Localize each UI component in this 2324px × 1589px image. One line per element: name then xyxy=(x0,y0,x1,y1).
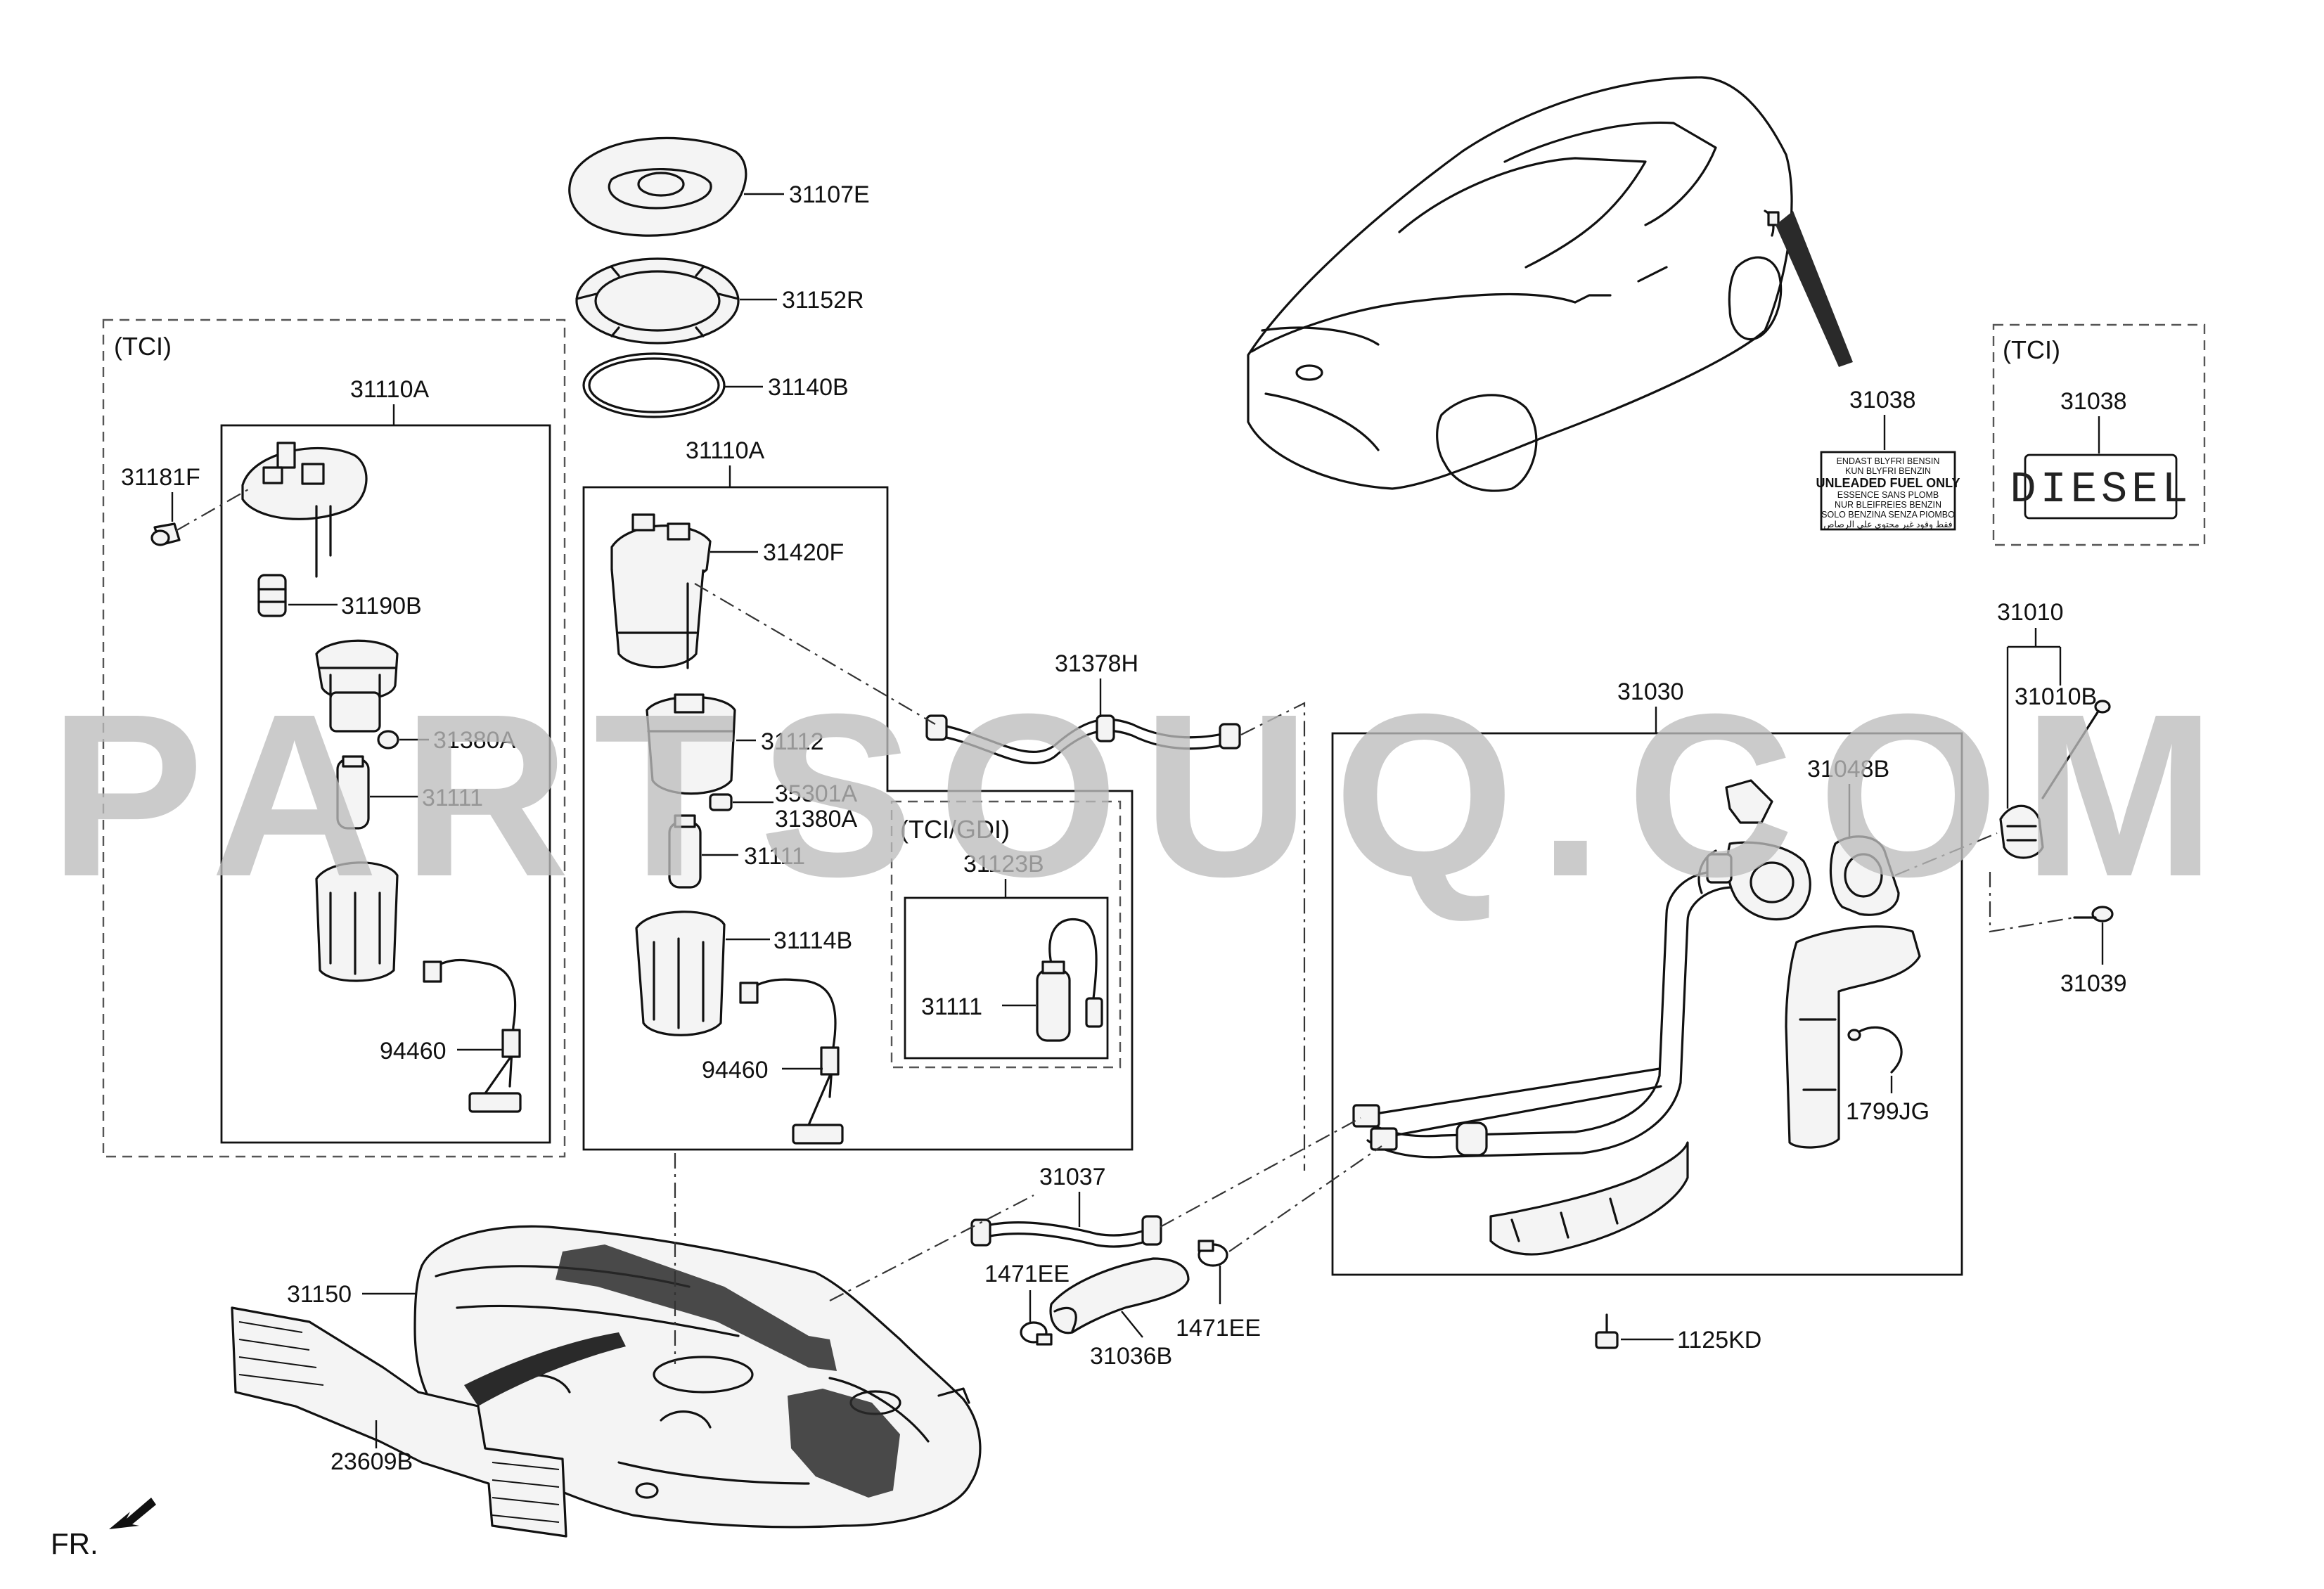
label-31110A-center: 31110A xyxy=(686,437,764,464)
label-31111-center: 31111 xyxy=(744,843,805,870)
label-31110A-left: 31110A xyxy=(350,376,429,403)
pump-assembly-center-box xyxy=(582,486,1134,1151)
tci-gdi-group-box xyxy=(890,800,1122,1069)
svg-text:FR.: FR. xyxy=(51,1527,98,1560)
clamp-1471EE-right xyxy=(1198,1240,1228,1267)
reservoir-31112 xyxy=(646,693,736,795)
label-31152R: 31152R xyxy=(782,287,864,314)
lock-ring-31152R xyxy=(575,257,740,345)
filler-neck-assembly-box xyxy=(1331,732,1963,1276)
label-31380A-center: 31380A xyxy=(775,806,858,832)
watermark: PARTSOUQ.COM xyxy=(49,665,2240,925)
front-direction-marker: FR. xyxy=(51,1498,156,1560)
fuel-pump-31111-gdi xyxy=(1036,918,1103,1042)
label-31380A-left: 31380A xyxy=(433,727,516,754)
label-31038-fuel: 31038 xyxy=(1849,387,1916,413)
regulator-31190B xyxy=(257,574,287,617)
label-31037: 31037 xyxy=(1039,1164,1106,1190)
label-31378H: 31378H xyxy=(1055,650,1138,677)
filler-shield xyxy=(1785,925,1921,1149)
pump-flange-left xyxy=(241,442,368,578)
clamp-1471EE-left xyxy=(1020,1321,1053,1346)
filler-location-pointer xyxy=(1776,211,1853,367)
heat-shield-23609B xyxy=(231,1306,567,1538)
tci-left-section-label: (TCI) xyxy=(114,332,172,361)
svg-text:NUR BLEIFREIES BENZIN: NUR BLEIFREIES BENZIN xyxy=(1835,500,1941,510)
vapor-hose-31378H xyxy=(925,714,1241,764)
fuel-tank-31150 xyxy=(413,1225,982,1529)
label-23609B: 23609B xyxy=(330,1448,413,1475)
vent-hose-31037 xyxy=(970,1215,1162,1248)
svg-text:KUN BLYFRI BENZIN: KUN BLYFRI BENZIN xyxy=(1845,466,1931,476)
fuel-pump-31111-center xyxy=(668,814,702,889)
label-31048B: 31048B xyxy=(1807,756,1889,783)
svg-text:ESSENCE SANS PLOMB: ESSENCE SANS PLOMB xyxy=(1837,490,1939,500)
filler-housing-31048B xyxy=(1829,835,1900,916)
label-31140B: 31140B xyxy=(768,374,849,401)
tank-strap-front xyxy=(556,1244,837,1371)
filler-neck-pipe xyxy=(1352,779,1811,1159)
filler-hose-31036B xyxy=(1049,1257,1190,1334)
bolt-31181F xyxy=(150,522,181,546)
valve-35301A xyxy=(709,793,733,811)
label-31036B: 31036B xyxy=(1090,1343,1172,1370)
sender-94460-left xyxy=(423,959,522,1113)
vehicle-illustration xyxy=(1247,76,1853,492)
label-31039: 31039 xyxy=(2060,970,2127,997)
gasket-31140B xyxy=(582,352,726,418)
label-94460-center: 94460 xyxy=(702,1057,769,1083)
reservoir-cup-31114B xyxy=(635,911,726,1036)
label-1125KD: 1125KD xyxy=(1677,1327,1761,1353)
tci-right-group-box xyxy=(1992,323,2206,546)
label-31150: 31150 xyxy=(287,1281,352,1308)
tci-left-group-box xyxy=(102,319,566,1158)
svg-text:DIESEL: DIESEL xyxy=(2010,465,2192,515)
label-31123B: 31123B xyxy=(963,851,1044,877)
clip-1799JG xyxy=(1847,1026,1903,1074)
svg-text:ENDAST BLYFRI BENSIN: ENDAST BLYFRI BENSIN xyxy=(1837,456,1940,466)
label-31112: 31112 xyxy=(761,728,824,755)
label-31010B: 31010B xyxy=(2015,683,2097,710)
valve-31380A-left xyxy=(377,730,399,750)
label-1471EE-right: 1471EE xyxy=(1176,1315,1261,1342)
tci-gdi-section-label: (TCI/GDI) xyxy=(900,815,1010,844)
sender-94460-center xyxy=(739,978,844,1145)
label-31181F: 31181F xyxy=(121,464,200,491)
svg-text:فقط وقود غير محتوي على الرصاص: فقط وقود غير محتوي على الرصاص xyxy=(1823,520,1952,530)
label-31030: 31030 xyxy=(1617,678,1684,705)
diesel-sticker: DIESEL xyxy=(2010,453,2192,520)
label-31038-diesel: 31038 xyxy=(2060,388,2127,415)
cover-plate-31107E xyxy=(568,136,747,237)
label-35301A: 35301A xyxy=(775,780,858,807)
label-1471EE-left: 1471EE xyxy=(984,1261,1070,1287)
reservoir-cup-left xyxy=(315,861,399,982)
label-31107E: 31107E xyxy=(789,181,870,208)
front-arrow-icon xyxy=(109,1498,156,1529)
label-31114B: 31114B xyxy=(773,927,852,954)
tci-right-section-label: (TCI) xyxy=(2003,335,2060,364)
pump-assembly-left-box xyxy=(220,424,551,1144)
fuel-pump-31111-left xyxy=(336,755,370,830)
bolt-1125KD xyxy=(1595,1313,1619,1349)
tank-shield-strap xyxy=(464,1332,626,1406)
label-31190B: 31190B xyxy=(341,593,422,619)
label-31111-left: 31111 xyxy=(422,785,483,811)
label-31111-gdi: 31111 xyxy=(921,993,982,1020)
reservoir-top-left xyxy=(315,639,399,733)
label-1799JG: 1799JG xyxy=(1846,1098,1930,1125)
svg-text:UNLEADED FUEL ONLY: UNLEADED FUEL ONLY xyxy=(1816,476,1960,490)
screw-31039 xyxy=(2073,906,2114,922)
label-94460-left: 94460 xyxy=(380,1038,447,1064)
label-31420F: 31420F xyxy=(763,539,844,566)
unleaded-fuel-sticker: ENDAST BLYFRI BENSIN KUN BLYFRI BENZIN U… xyxy=(1816,451,1960,531)
svg-text:SOLO BENZINA SENZA PIOMBO: SOLO BENZINA SENZA PIOMBO xyxy=(1821,510,1955,520)
label-31010: 31010 xyxy=(1997,599,2064,626)
fuel-cap-31010 xyxy=(1999,700,2111,859)
tank-strap-rear xyxy=(788,1389,900,1498)
pump-module-31420F xyxy=(610,513,712,669)
neck-protector xyxy=(1489,1141,1689,1256)
